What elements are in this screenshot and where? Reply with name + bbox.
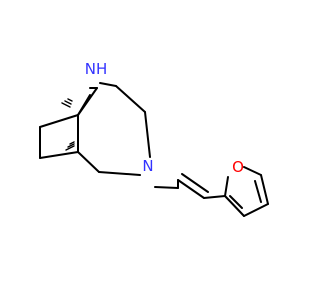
bond-c11-c5	[77, 151, 100, 173]
atom-label-o: O	[232, 158, 244, 176]
bicyclic-bonds	[39, 82, 151, 176]
bond-n3-ch2	[154, 186, 179, 189]
bond-f5-f4	[260, 174, 269, 205]
stereo-hash-bottom	[65, 141, 75, 151]
bond-ch-ch-double-b	[181, 173, 209, 193]
allyl-chain-bonds	[154, 173, 226, 199]
bond-ch-ch-double-a	[177, 179, 205, 199]
bond-o-f5	[243, 166, 262, 176]
furan-bonds	[224, 166, 269, 217]
hash-line	[64, 100, 72, 105]
bond-ch-furan	[203, 195, 226, 199]
bond-n8-c9	[99, 82, 117, 87]
bond-bridge-n8	[77, 94, 91, 116]
hash-line	[65, 145, 75, 151]
bond-c2-c3	[39, 114, 79, 128]
stereo-hash-top	[61, 98, 73, 108]
atom-label-nh: NH	[85, 60, 108, 78]
hash-line	[61, 102, 71, 108]
bond-c9-c10	[115, 85, 146, 113]
bond-f3-f2-double	[229, 195, 243, 209]
hash-line	[67, 98, 73, 102]
bond-c10-n3	[144, 111, 151, 158]
hash-line	[67, 143, 75, 148]
hash-line	[69, 141, 75, 145]
bond-c4-c5	[39, 151, 79, 159]
atom-label-n: N	[142, 157, 153, 175]
bond-n3-c11	[98, 171, 141, 176]
bond-f4-f3	[243, 203, 269, 217]
bond-f5-f4-double	[254, 180, 262, 203]
bond-f3-f2	[224, 195, 245, 217]
bond-f1-o	[224, 176, 229, 197]
molecule-diagram: NH N O	[39, 60, 269, 217]
